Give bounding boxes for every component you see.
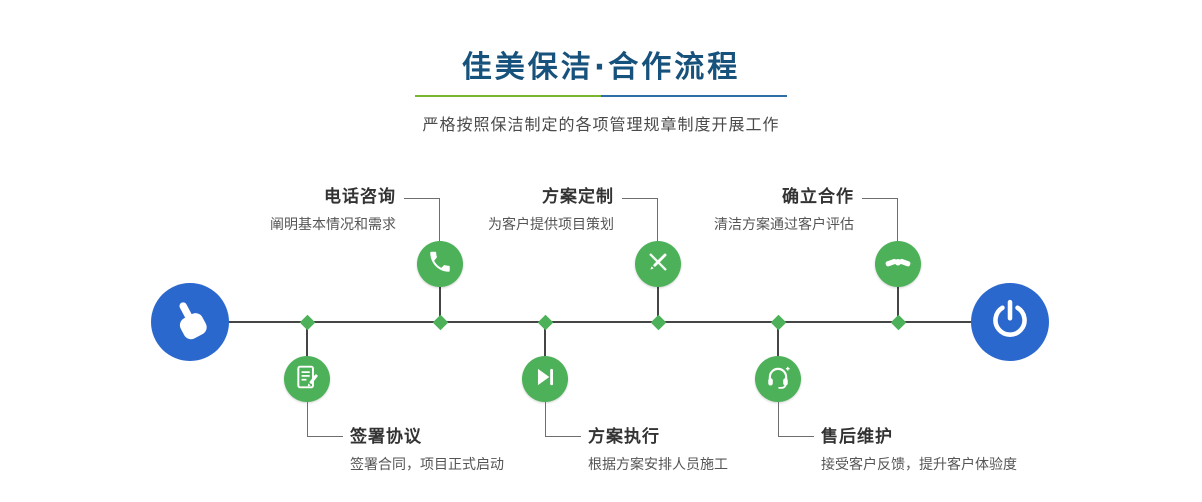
- end-node: [971, 283, 1049, 361]
- step-label-aftersale: 售后维护 接受客户反馈，提升客户体验度: [821, 426, 1121, 474]
- power-icon: [989, 299, 1031, 345]
- step-desc: 清洁方案通过客户评估: [714, 217, 854, 233]
- connector-stem: [306, 322, 308, 356]
- divider-green-segment: [415, 95, 601, 97]
- phone-icon: [427, 249, 453, 279]
- connector-stem: [439, 287, 441, 322]
- timeline-diamond: [650, 314, 666, 330]
- connector-stem: [657, 287, 659, 322]
- timeline-diamond: [432, 314, 448, 330]
- timeline-diamond: [299, 314, 315, 330]
- step-label-execute: 方案执行 根据方案安排人员施工: [588, 426, 888, 474]
- handshake-icon: [885, 249, 911, 279]
- design-pencil-icon: [645, 249, 671, 279]
- timeline-diamond: [770, 314, 786, 330]
- hand-pointer-icon: [169, 299, 211, 345]
- connector-stem: [544, 322, 546, 356]
- connector-elbow: [778, 402, 814, 437]
- connector-stem: [777, 322, 779, 356]
- title-divider: [415, 95, 787, 97]
- step-circle-execute: [522, 356, 568, 402]
- step-desc: 接受客户反馈，提升客户体验度: [821, 457, 1017, 473]
- start-node: [151, 283, 229, 361]
- connector-stem: [897, 287, 899, 322]
- connector-elbow: [404, 198, 440, 241]
- step-desc: 为客户提供项目策划: [488, 217, 614, 233]
- divider-blue-segment: [601, 95, 787, 97]
- step-title: 方案定制: [542, 187, 614, 207]
- step-circle-handshake: [875, 241, 921, 287]
- page-title: 佳美保洁·合作流程: [461, 50, 741, 85]
- step-circle-contract: [284, 356, 330, 402]
- step-circle-aftersale: [755, 356, 801, 402]
- step-title: 确立合作: [782, 187, 854, 207]
- timeline-diamond: [890, 314, 906, 330]
- step-title: 电话咨询: [324, 187, 396, 207]
- step-title: 方案执行: [588, 427, 660, 447]
- step-label-contract: 签署协议 签署合同，项目正式启动: [350, 426, 650, 474]
- page-subtitle: 严格按照保洁制定的各项管理规章制度开展工作: [422, 115, 780, 134]
- step-title: 售后维护: [821, 427, 893, 447]
- play-icon: [532, 364, 558, 394]
- step-desc: 签署合同，项目正式启动: [350, 457, 504, 473]
- connector-elbow: [307, 402, 343, 437]
- connector-elbow: [622, 198, 658, 241]
- timeline-line: [190, 321, 1010, 323]
- step-desc: 根据方案安排人员施工: [588, 457, 728, 473]
- connector-elbow: [545, 402, 581, 437]
- headset-icon: [765, 364, 791, 394]
- step-circle-phone: [417, 241, 463, 287]
- step-title: 签署协议: [350, 427, 422, 447]
- step-label-phone: 电话咨询 阐明基本情况和需求: [136, 186, 396, 234]
- timeline-diamond: [537, 314, 553, 330]
- connector-elbow: [862, 198, 898, 241]
- contract-icon: [294, 364, 320, 394]
- step-label-handshake: 确立合作 清洁方案通过客户评估: [594, 186, 854, 234]
- step-label-design: 方案定制 为客户提供项目策划: [354, 186, 614, 234]
- step-desc: 阐明基本情况和需求: [270, 217, 396, 233]
- step-circle-design: [635, 241, 681, 287]
